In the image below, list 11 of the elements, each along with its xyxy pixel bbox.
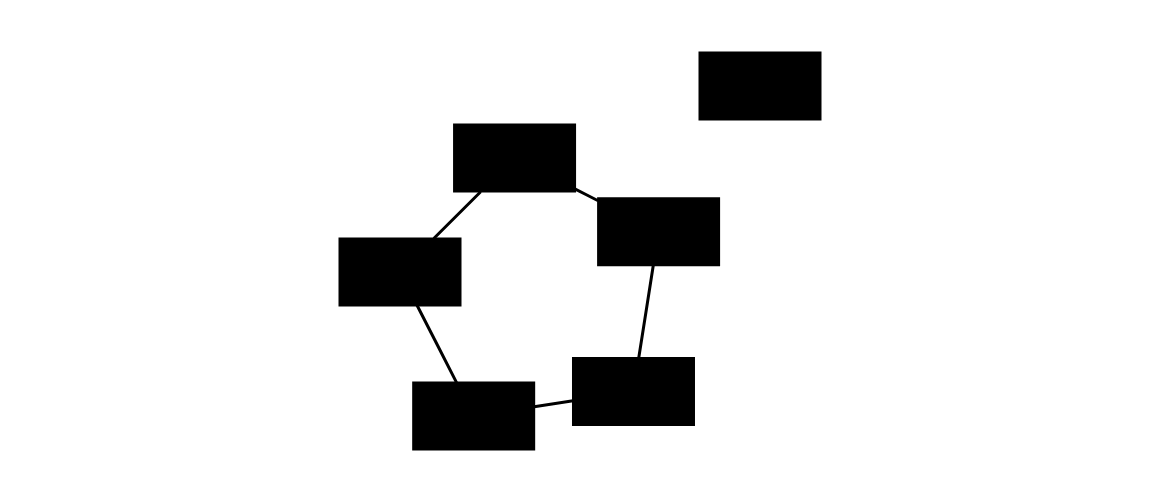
- connector: [574, 187, 599, 203]
- node-box: [698, 51, 822, 121]
- node-box: [338, 237, 462, 307]
- connector: [415, 304, 458, 384]
- connector: [637, 264, 655, 359]
- node-box: [597, 197, 721, 267]
- node-box: [572, 356, 695, 426]
- node-box: [412, 381, 536, 451]
- connector: [533, 399, 574, 409]
- node-box: [453, 123, 577, 193]
- connector: [432, 190, 482, 240]
